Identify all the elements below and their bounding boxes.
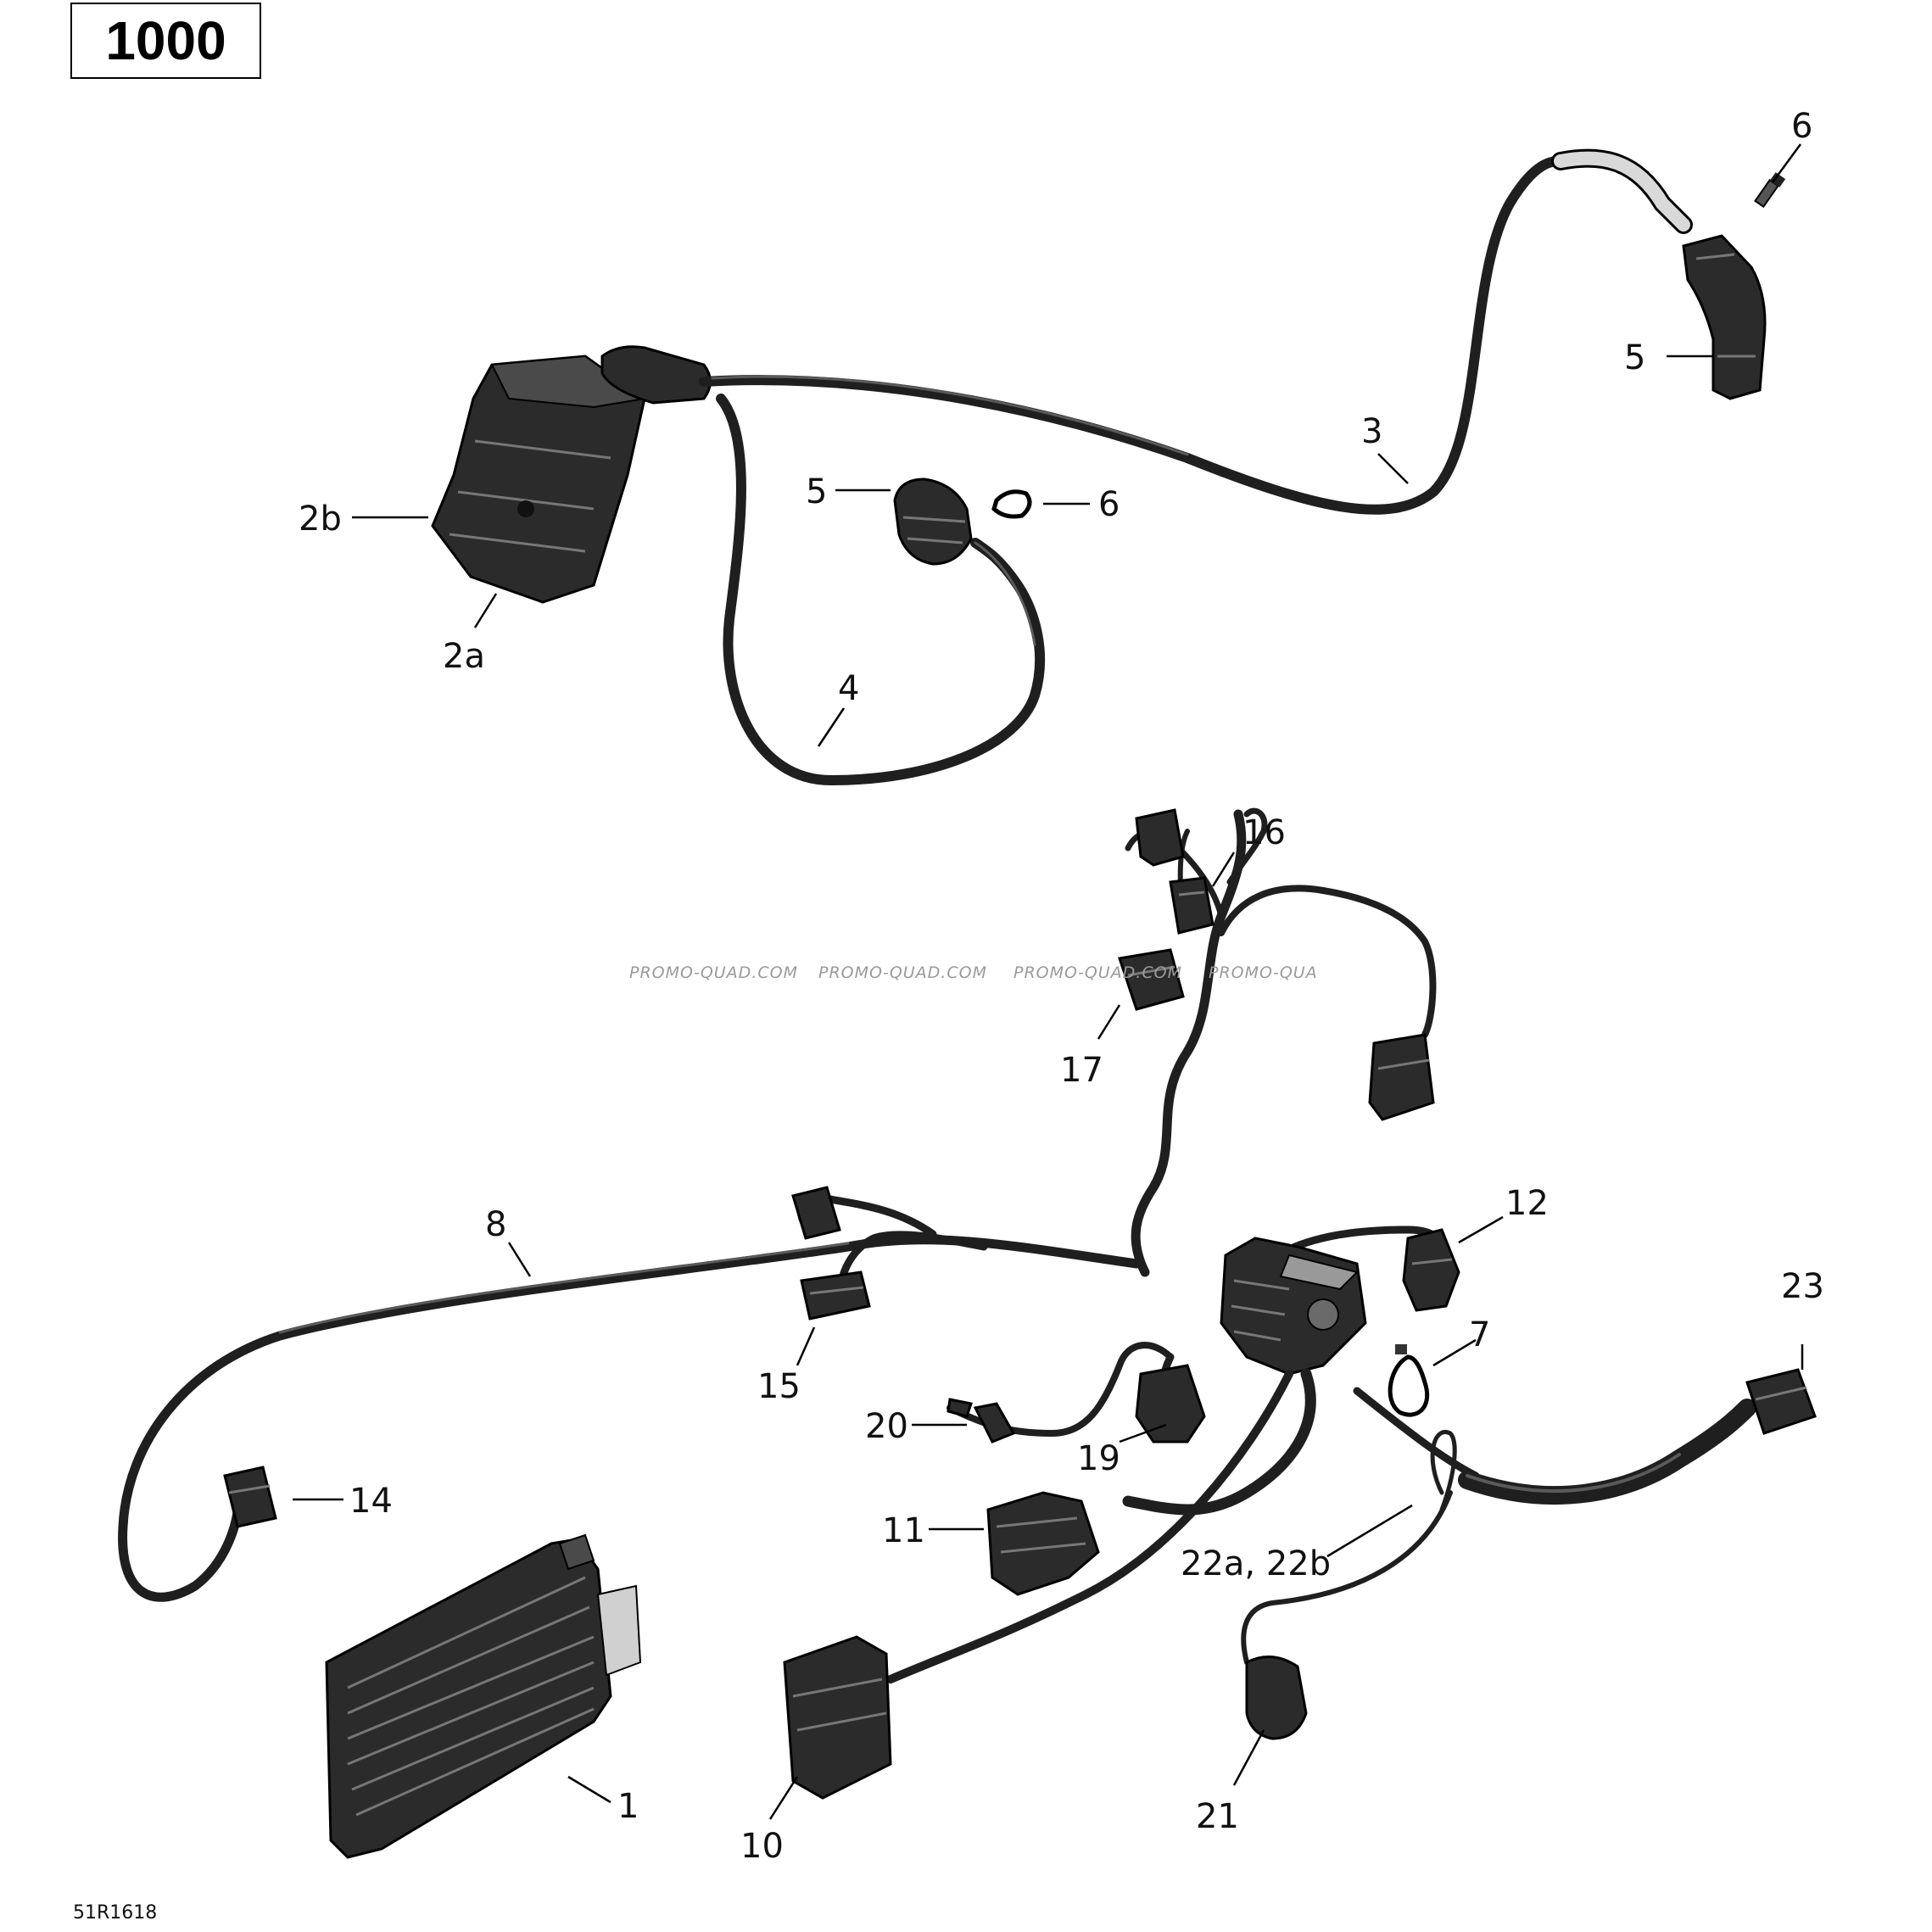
connector-20-icon bbox=[946, 1398, 1016, 1443]
callout-5-right: 5 bbox=[1624, 338, 1645, 377]
callout-6-mid: 6 bbox=[1098, 485, 1120, 524]
callout-16: 16 bbox=[1242, 813, 1286, 852]
wiring-harness bbox=[118, 807, 1817, 1800]
callout-5-mid: 5 bbox=[806, 472, 827, 511]
connector-upper-right-icon bbox=[1368, 1033, 1435, 1121]
ecm-module-icon bbox=[325, 1533, 642, 1859]
spark-plug-cap-right-icon bbox=[1682, 234, 1767, 400]
ht-lead-4-icon bbox=[716, 394, 1046, 785]
connector-10-icon bbox=[783, 1635, 892, 1800]
callout-1: 1 bbox=[617, 1787, 639, 1826]
callout-21: 21 bbox=[1196, 1797, 1239, 1836]
callout-8: 8 bbox=[485, 1205, 506, 1244]
ignition-coil-icon bbox=[431, 355, 647, 604]
watermark: PROMO-QUAD.COM PROMO-QUAD.COM PROMO-QUAD… bbox=[629, 963, 1318, 982]
callout-6-top: 6 bbox=[1791, 107, 1812, 146]
model-label: 1000 bbox=[70, 3, 261, 79]
connector-11-icon bbox=[986, 1491, 1100, 1596]
watermark-text-4: PROMO-QUA bbox=[1209, 963, 1318, 982]
sensor-21-icon bbox=[1245, 1656, 1308, 1740]
callout-23: 23 bbox=[1781, 1267, 1824, 1306]
connector-16-icon bbox=[1135, 808, 1214, 935]
callout-labels: 6 5 3 5 6 2b 2a 4 16 17 12 8 23 7 15 20 … bbox=[299, 107, 1824, 1866]
callout-17: 17 bbox=[1060, 1051, 1103, 1090]
callout-19: 19 bbox=[1077, 1439, 1120, 1478]
connector-19-icon bbox=[1135, 1364, 1206, 1443]
spring-clip-icon bbox=[991, 489, 1032, 519]
callout-14: 14 bbox=[349, 1482, 393, 1521]
connector-23-icon bbox=[1745, 1368, 1817, 1435]
callout-22a-22b: 22a, 22b bbox=[1181, 1544, 1331, 1583]
connector-17-icon bbox=[1118, 948, 1185, 1011]
harness-branch-8-icon bbox=[118, 1235, 1142, 1602]
callout-2a: 2a bbox=[443, 637, 485, 676]
callout-15: 15 bbox=[757, 1367, 801, 1406]
reference-code: 51R1618 bbox=[73, 1902, 157, 1924]
watermark-text-3: PROMO-QUAD.COM bbox=[1013, 963, 1182, 982]
callout-3: 3 bbox=[1361, 412, 1382, 451]
connector-15-icon bbox=[791, 1186, 871, 1321]
central-connector-block-icon bbox=[1220, 1237, 1367, 1376]
callout-20: 20 bbox=[865, 1407, 908, 1446]
cable-tie-icon bbox=[1388, 1354, 1430, 1417]
callout-2b: 2b bbox=[299, 500, 342, 539]
watermark-text-2: PROMO-QUAD.COM bbox=[818, 963, 987, 982]
ignition-coil-assembly bbox=[431, 148, 1786, 785]
callout-7: 7 bbox=[1469, 1315, 1490, 1354]
screw-icon bbox=[1754, 172, 1786, 209]
spark-plug-cap-icon bbox=[893, 477, 973, 566]
leader-lines bbox=[293, 143, 1804, 1820]
callout-12: 12 bbox=[1505, 1184, 1549, 1223]
callout-11: 11 bbox=[882, 1511, 925, 1550]
watermark-text-1: PROMO-QUAD.COM bbox=[629, 963, 798, 982]
connector-14-icon bbox=[223, 1466, 277, 1528]
callout-4: 4 bbox=[838, 669, 859, 708]
ht-lead-3-icon bbox=[699, 156, 1566, 515]
connector-12-icon bbox=[1402, 1228, 1460, 1312]
callout-10: 10 bbox=[740, 1827, 784, 1866]
